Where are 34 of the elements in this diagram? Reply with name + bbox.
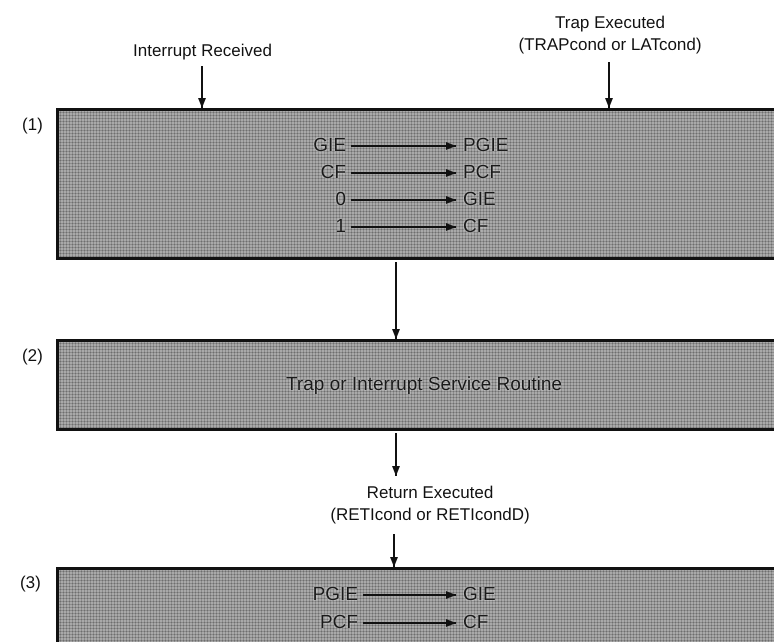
arrow — [392, 433, 400, 476]
register-label: PCF — [320, 611, 358, 635]
process-text: Trap or Interrupt Service Routine — [286, 373, 562, 397]
event-label: Trap Executed — [555, 12, 665, 34]
event-label: (RETIcond or RETIcondD) — [330, 504, 530, 526]
register-label: GIE — [463, 583, 496, 607]
register-label: PCF — [463, 161, 501, 185]
arrow — [198, 66, 206, 108]
step-number: (1) — [22, 114, 43, 136]
arrow — [351, 223, 456, 231]
arrow — [390, 534, 398, 567]
step-number: (2) — [22, 345, 43, 367]
register-label: GIE — [313, 134, 346, 158]
event-label: (TRAPcond or LATcond) — [518, 34, 702, 56]
register-label: 0 — [335, 188, 346, 212]
step-number: (3) — [20, 572, 41, 594]
register-label: PGIE — [312, 583, 358, 607]
arrow — [605, 62, 613, 108]
arrow — [351, 196, 456, 204]
register-label: PGIE — [463, 134, 508, 158]
arrow — [363, 619, 456, 627]
register-label: CF — [320, 161, 346, 185]
register-label: CF — [463, 215, 488, 239]
arrow — [392, 262, 400, 339]
process-box — [56, 108, 774, 260]
arrow — [351, 142, 456, 150]
event-label: Return Executed — [366, 482, 494, 504]
event-label: Interrupt Received — [133, 40, 272, 62]
register-label: 1 — [335, 215, 346, 239]
process-box — [56, 339, 774, 431]
arrow — [351, 169, 456, 177]
register-label: CF — [463, 611, 488, 635]
register-label: GIE — [463, 188, 496, 212]
arrow — [363, 591, 456, 599]
